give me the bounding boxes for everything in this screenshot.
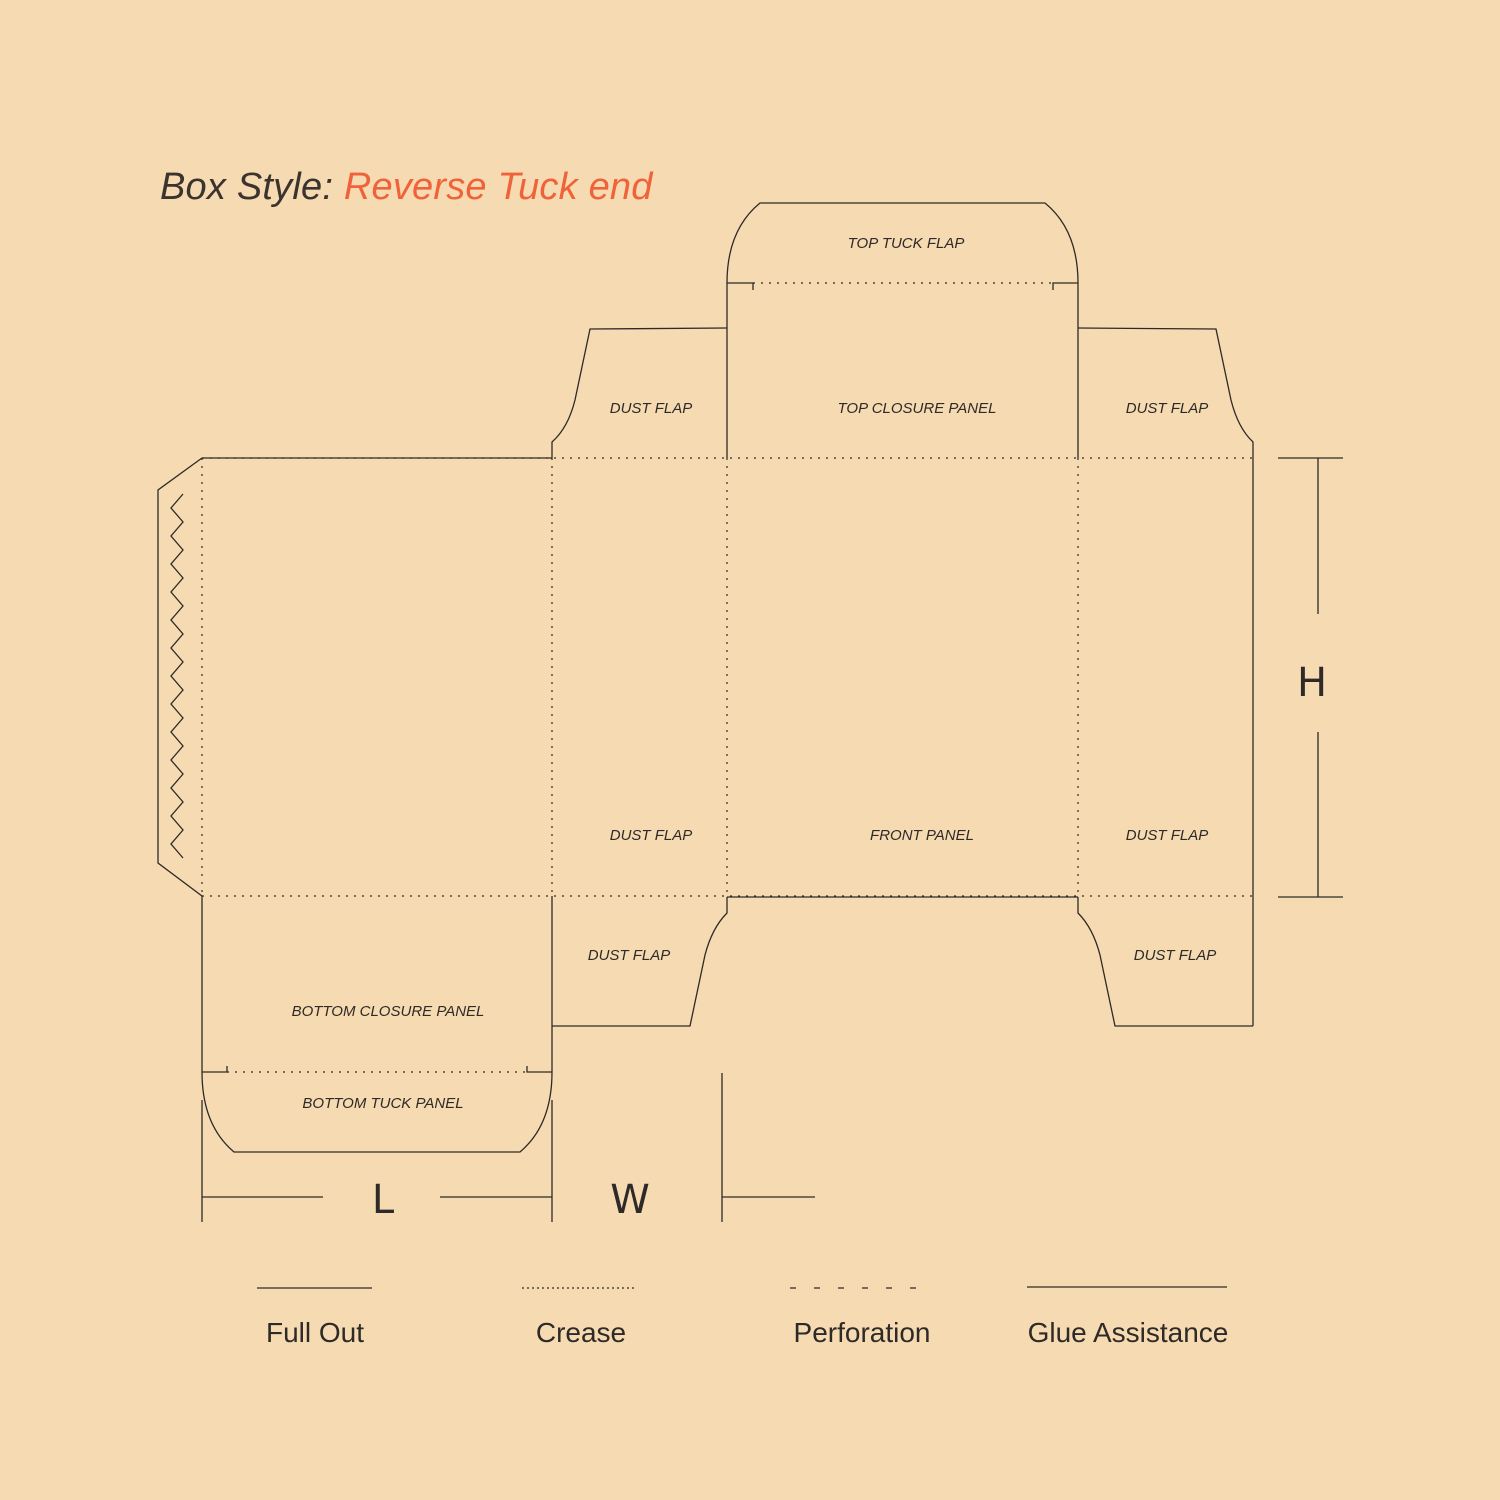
- dimension-markers: L W H: [201, 457, 1343, 1223]
- legend-glue-assistance-label: Glue Assistance: [1028, 1317, 1229, 1348]
- dust-flap-bottom-right-outline: [1077, 897, 1253, 1027]
- box-style-title: Box Style: Reverse Tuck end: [160, 166, 653, 209]
- box-style-name: Reverse Tuck end: [343, 166, 653, 208]
- bottom-tuck-slit-left: [202, 1066, 228, 1073]
- bottom-tuck-slit-right: [526, 1066, 552, 1073]
- dust-flap-bottom-left-label: DUST FLAP: [588, 947, 671, 964]
- dust-flap-bottom-left-outline: [552, 897, 728, 1027]
- top-closure-panel-label: TOP CLOSURE PANEL: [838, 400, 997, 417]
- length-dimension-line: [201, 1100, 553, 1222]
- legend-full-out-label: Full Out: [266, 1317, 364, 1348]
- legend-perforation-label: Perforation: [794, 1317, 931, 1348]
- height-dimension-line: [1278, 457, 1343, 898]
- bottom-tuck-panel-outline: [201, 1071, 553, 1153]
- width-label: W: [610, 1177, 650, 1223]
- title-prefix: Box Style:: [160, 166, 344, 208]
- top-tuck-flap-label: TOP TUCK FLAP: [848, 235, 965, 252]
- legend-crease-label: Crease: [536, 1317, 626, 1348]
- bottom-tuck-panel-label: BOTTOM TUCK PANEL: [302, 1095, 463, 1112]
- length-label: L: [372, 1177, 395, 1223]
- front-panel-label: FRONT PANEL: [870, 827, 974, 844]
- crease-lines: [201, 282, 1253, 1073]
- dust-flap-top-right-outline: [1077, 327, 1254, 458]
- bottom-closure-panel-label: BOTTOM CLOSURE PANEL: [292, 1003, 485, 1020]
- dust-flap-bottom-right-label: DUST FLAP: [1134, 947, 1217, 964]
- dust-flap-top-right-label: DUST FLAP: [1126, 400, 1209, 417]
- top-tuck-slit-left: [727, 282, 754, 290]
- panel-labels: TOP TUCK FLAP TOP CLOSURE PANEL DUST FLA…: [292, 235, 1217, 1112]
- dust-flap-mid-right-label: DUST FLAP: [1126, 827, 1209, 844]
- dust-flap-top-left-outline: [551, 327, 728, 458]
- width-dimension-line: [721, 1073, 815, 1222]
- glue-assist-zigzag: [170, 493, 184, 859]
- top-tuck-flap-outline: [726, 202, 1079, 284]
- glue-flap-outline: [157, 457, 203, 897]
- legend: Full Out Crease Perforation Glue Assista…: [257, 1286, 1229, 1348]
- dust-flap-top-left-label: DUST FLAP: [610, 400, 693, 417]
- dust-flap-mid-left-label: DUST FLAP: [610, 827, 693, 844]
- top-tuck-slit-right: [1052, 282, 1078, 290]
- height-label: H: [1297, 660, 1327, 706]
